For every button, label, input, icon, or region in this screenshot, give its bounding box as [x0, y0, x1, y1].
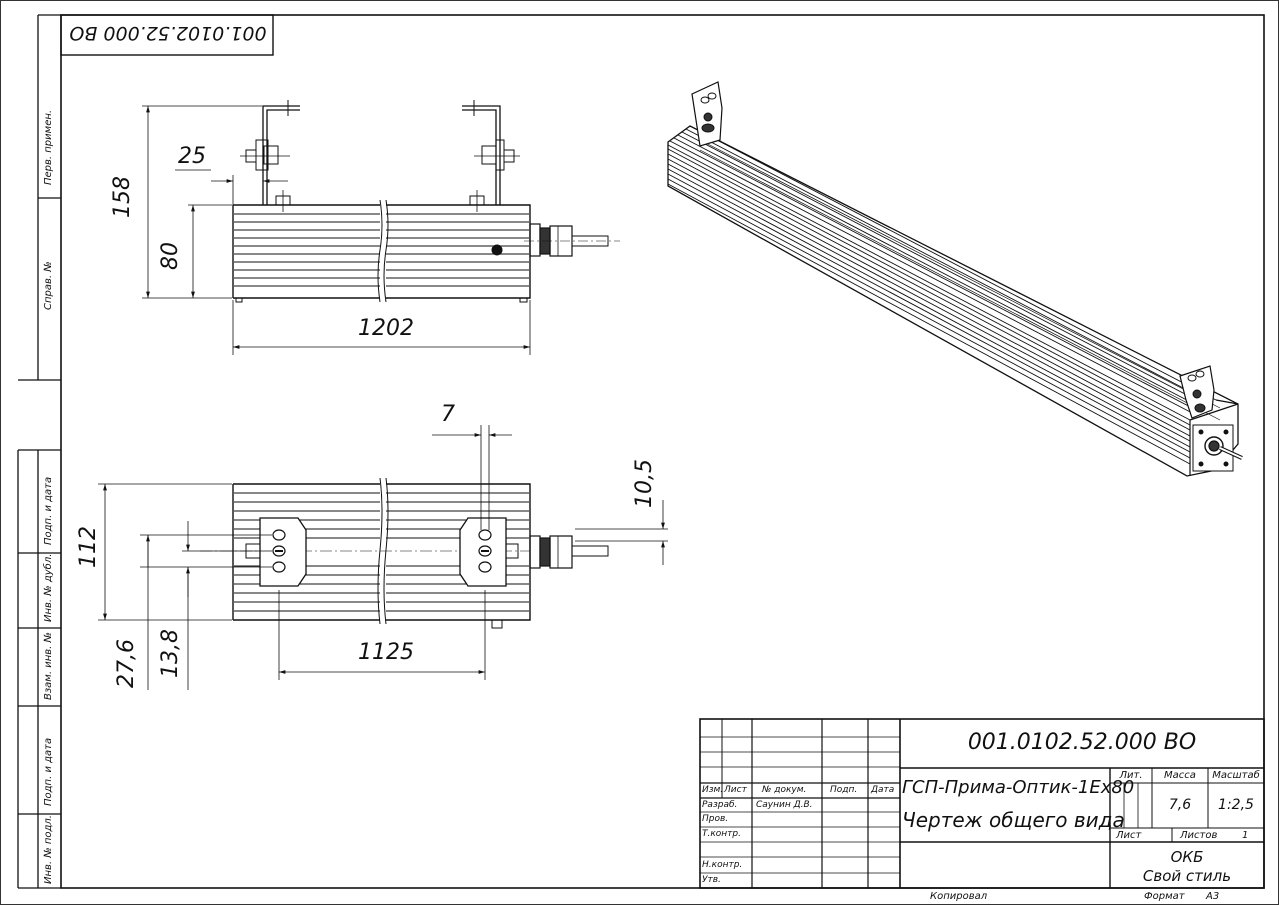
row-razrab: Разраб.: [702, 800, 738, 810]
col-header-podp: Подп.: [830, 785, 858, 795]
footer-format-label: Формат: [1144, 891, 1185, 902]
lit-label: Лит.: [1119, 770, 1143, 781]
sheets-label: Листов: [1180, 830, 1218, 841]
side-view: [232, 100, 620, 303]
side-label-inv-no-dubl: Инв. № дубл.: [43, 553, 54, 622]
row-t-kontr: Т.контр.: [702, 829, 742, 839]
dim-height-body: 80: [158, 242, 183, 270]
side-label-vzam-inv-no: Взам. инв. №: [43, 632, 54, 700]
org-line-2: Свой стиль: [1142, 867, 1232, 885]
footer-copied: Копировал: [930, 891, 988, 902]
sheets-value: 1: [1242, 830, 1249, 841]
sheet-label: Лист: [1116, 830, 1142, 841]
dim-length: 1202: [358, 316, 414, 341]
dim-hole-pitch: 13,8: [158, 629, 183, 678]
side-label-sprav-no: Справ. №: [43, 261, 54, 310]
title-block-designation: 001.0102.52.000 ВО: [967, 730, 1197, 755]
top-view: [200, 477, 609, 629]
row-prov: Пров.: [702, 814, 729, 824]
side-label-perv-primen: Перв. примен.: [43, 109, 54, 185]
col-header-data: Дата: [871, 785, 895, 795]
drawing-code-stamp: 001.0102.52.000 ВО: [69, 22, 267, 44]
col-header-izm: Изм.: [702, 785, 724, 795]
side-label-podp-i-data-1: Подп. и дата: [43, 476, 54, 545]
left-side-columns: [17, 14, 61, 889]
row-razrab-name: Саунин Д.В.: [756, 800, 813, 810]
col-header-list: Лист: [724, 785, 747, 795]
org-line-1: ОКБ: [1170, 848, 1204, 866]
stamp-box: [60, 14, 274, 56]
dim-hole-span: 27,6: [114, 639, 139, 688]
dim-height-total: 158: [110, 176, 135, 218]
dim-slot-width: 7: [441, 402, 455, 427]
dim-bracket-offset: 25: [178, 144, 206, 169]
row-utv: Утв.: [702, 875, 721, 885]
dim-width: 112: [76, 526, 101, 568]
title-block-document-name: Чертеж общего вида: [902, 808, 1125, 832]
scale-label: Масштаб: [1212, 770, 1260, 781]
dim-cable-offset: 10,5: [632, 459, 657, 508]
title-block-product-name: ГСП-Прима-Оптик-1Ех80: [902, 777, 1135, 798]
mass-value: 7,6: [1168, 797, 1192, 813]
isometric-view: [667, 81, 1243, 477]
title-block-grid: [699, 718, 1265, 889]
col-header-doc-no: № докум.: [762, 785, 807, 795]
side-view-dimensions: [142, 105, 531, 355]
mass-label: Масса: [1164, 770, 1196, 781]
row-n-kontr: Н.контр.: [702, 860, 743, 870]
footer-format-value: А3: [1206, 891, 1220, 902]
sheet-inner-frame: [60, 14, 1265, 889]
dim-mount-distance: 1125: [358, 640, 414, 665]
top-view-dimensions: [98, 425, 668, 690]
side-label-inv-no-podl: Инв. № подл.: [43, 815, 54, 884]
side-label-podp-i-data-2: Подп. и дата: [43, 737, 54, 806]
scale-value: 1:2,5: [1218, 797, 1254, 813]
